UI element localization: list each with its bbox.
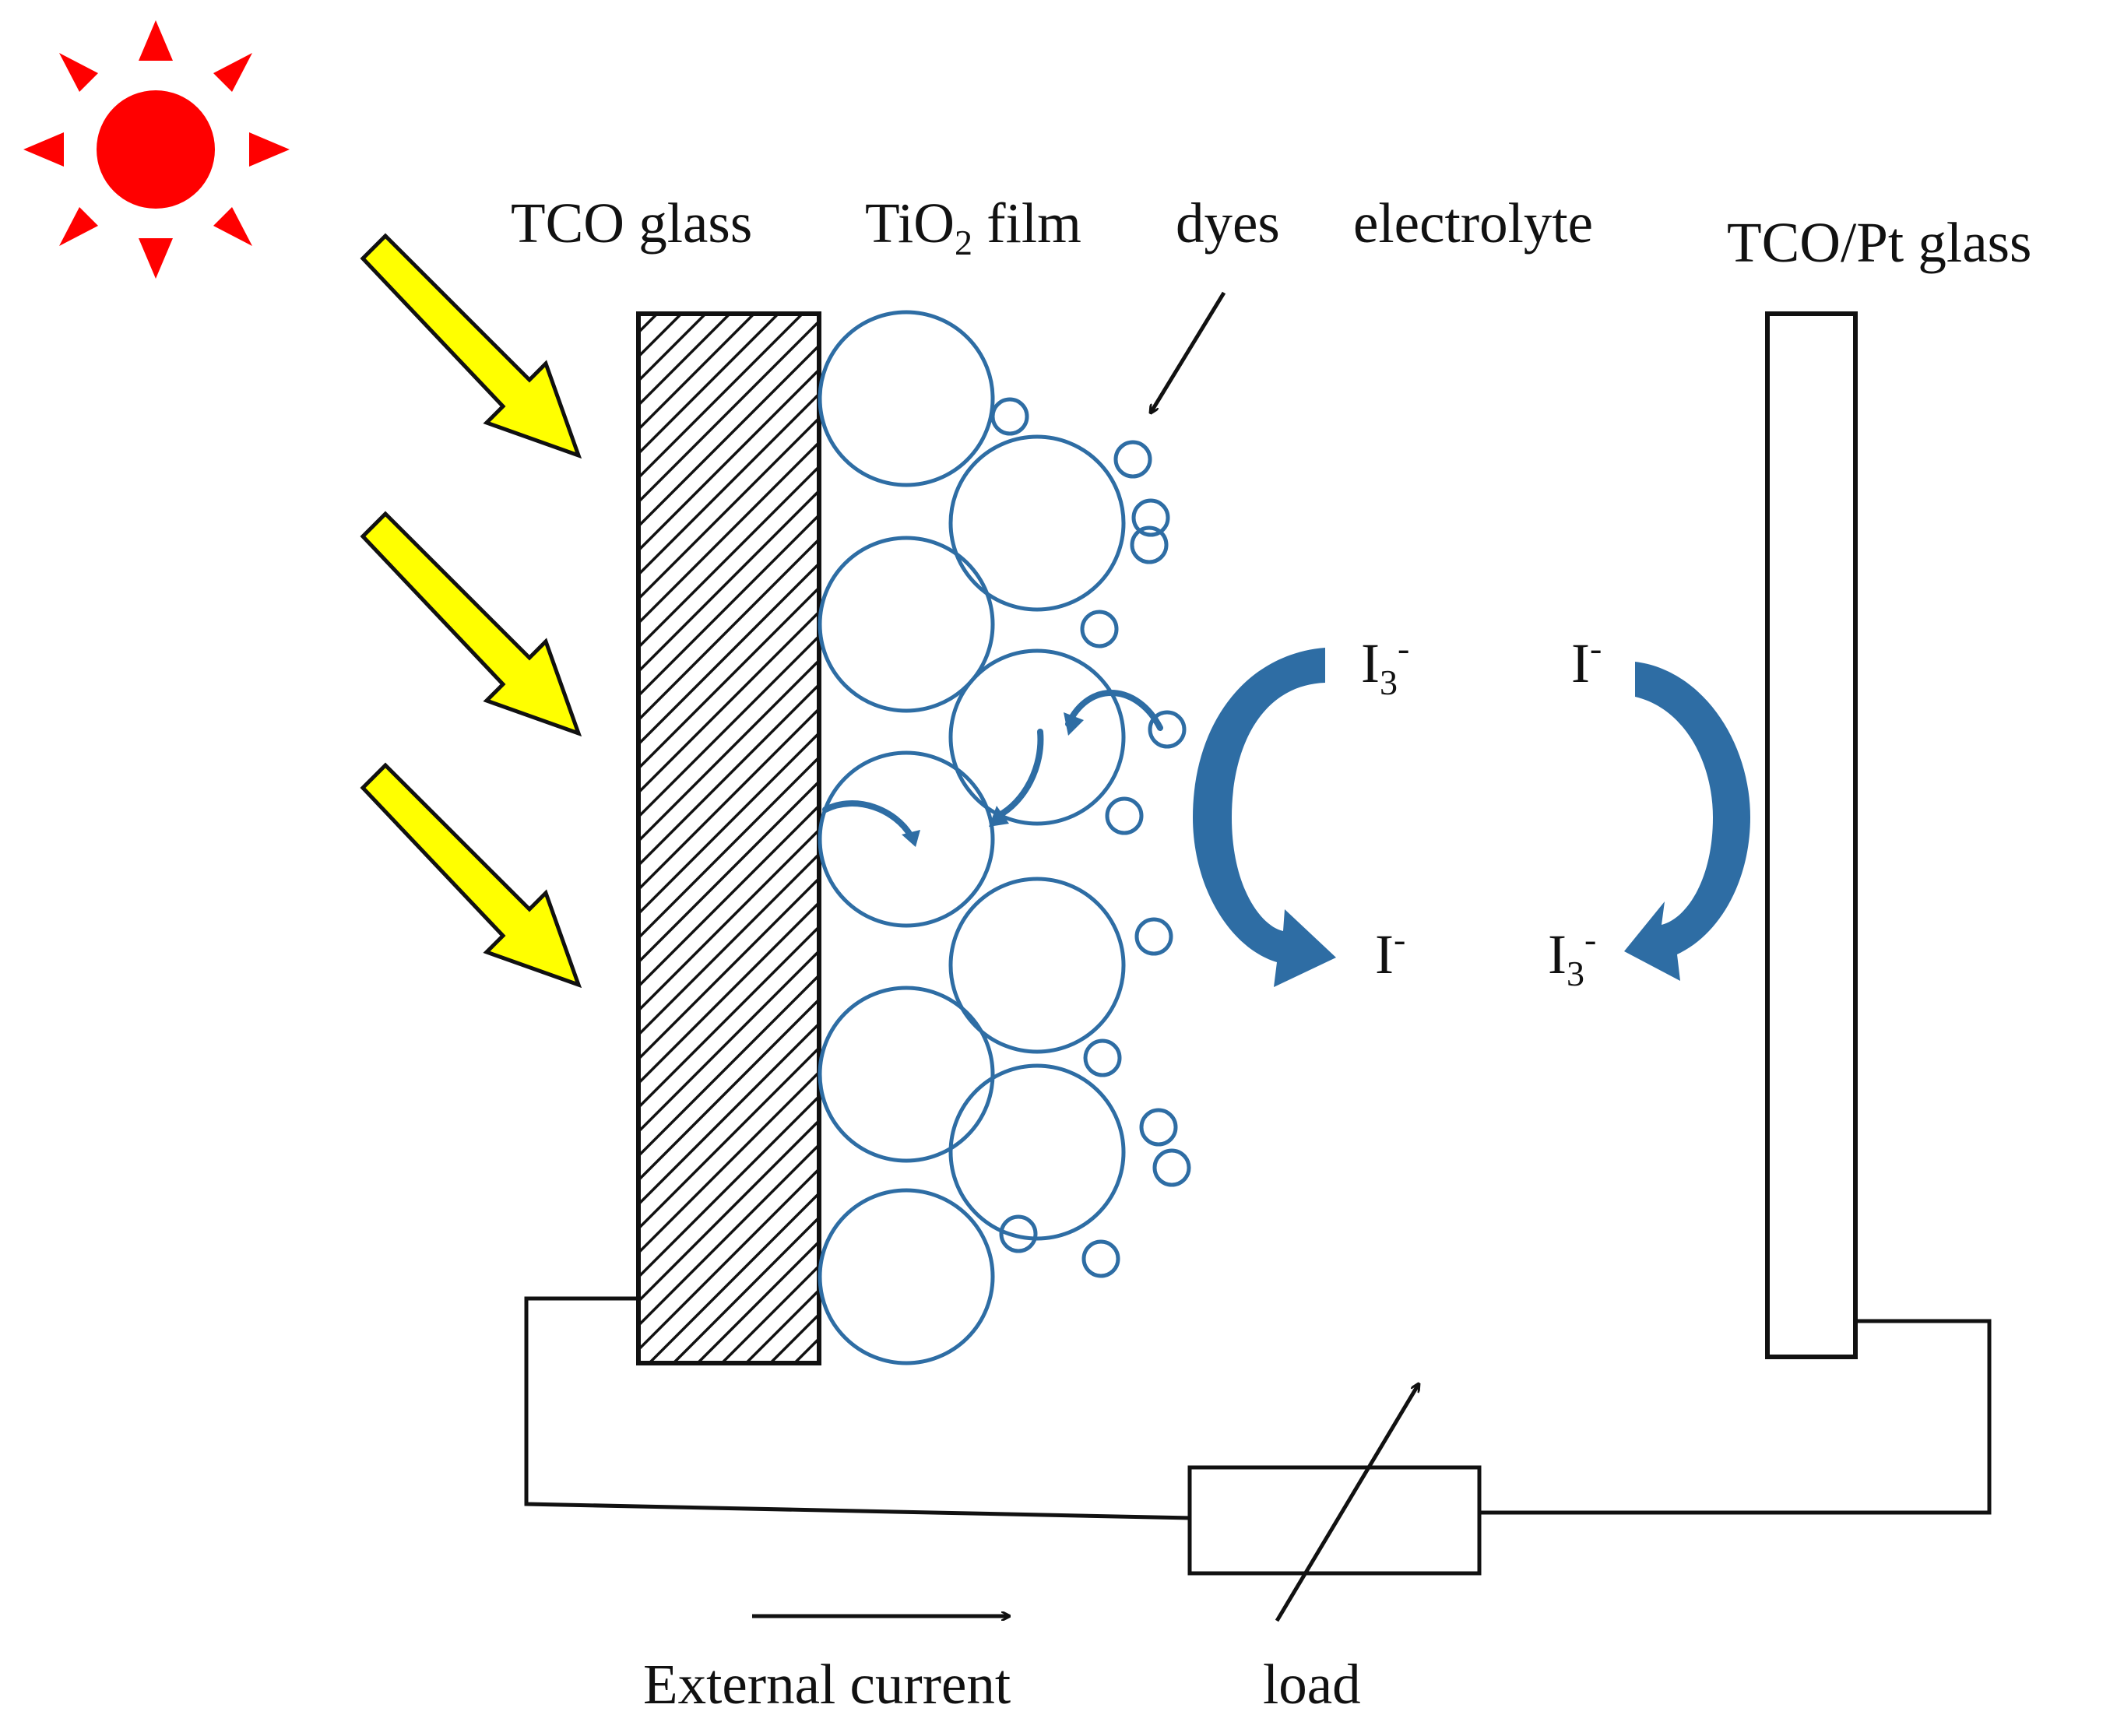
label-dyes: dyes	[1176, 192, 1280, 255]
label-external-current: External current	[643, 1653, 1011, 1716]
dye-molecule	[1152, 1148, 1191, 1187]
tio2-particle	[948, 877, 1126, 1054]
tio2-particle	[948, 434, 1126, 612]
i3-to-i-arrow	[1193, 648, 1336, 987]
tio2-particle	[818, 750, 995, 928]
electron-arrow	[995, 729, 1044, 819]
i-to-i3-arrow	[1624, 662, 1750, 981]
dye-molecule	[1080, 610, 1119, 648]
ion-i3-bottom: I3-	[1548, 919, 1596, 993]
sun-icon	[23, 20, 290, 279]
dye-molecule	[1134, 917, 1173, 956]
electron-arrow	[1065, 690, 1163, 731]
tio2-particle	[818, 1188, 995, 1365]
circuit-wire	[1479, 1319, 1992, 1515]
label-load: load	[1263, 1653, 1361, 1716]
ion-i3-top: I3-	[1361, 628, 1409, 702]
electron-arrow	[822, 800, 914, 839]
load-resistor	[1187, 1465, 1482, 1576]
tio2-particle	[948, 1063, 1126, 1241]
dye-molecule	[1113, 440, 1152, 479]
tco-glass-electrode	[636, 311, 821, 1365]
electron-arrow-head	[1064, 712, 1084, 736]
tio2-particle	[818, 536, 995, 713]
light-arrow-2	[360, 511, 582, 737]
electron-arrow-head	[902, 830, 920, 847]
dye-molecule	[1083, 1038, 1122, 1077]
sun-disc	[97, 90, 215, 209]
label-electrolyte: electrolyte	[1353, 192, 1593, 255]
tio2-film	[818, 310, 1126, 1365]
variable-load-arrow	[1275, 1384, 1419, 1622]
tco-pt-glass-electrode	[1765, 311, 1858, 1359]
electron-transfer-arrows	[822, 690, 1163, 847]
ion-i-bottom: I-	[1375, 919, 1405, 986]
circuit-wire	[524, 1296, 1192, 1520]
label-tco-glass: TCO glass	[511, 192, 752, 255]
dyes-pointer-arrow	[1151, 291, 1226, 413]
tio2-particle	[818, 986, 995, 1163]
sun-rays	[23, 20, 290, 279]
tio2-particle	[818, 310, 995, 487]
dye-molecule	[1081, 1239, 1120, 1278]
label-tco-pt-glass: TCO/Pt glass	[1727, 211, 2031, 274]
dye-molecule	[1130, 525, 1169, 564]
dye-molecule	[1139, 1108, 1178, 1147]
dye-molecules	[990, 397, 1191, 1278]
dye-molecule	[1148, 710, 1187, 749]
electron-arrow-head	[989, 806, 1009, 827]
dye-molecule	[1131, 498, 1170, 537]
redox-arrows	[1193, 648, 1750, 987]
ion-i-top: I-	[1571, 628, 1602, 694]
dye-molecule	[999, 1214, 1038, 1253]
tio2-particle	[948, 648, 1126, 826]
dye-molecule	[1105, 796, 1144, 835]
light-arrows	[360, 233, 582, 989]
light-arrow-3	[360, 762, 582, 989]
label-tio2-film: TiO2 film	[865, 192, 1081, 262]
light-arrow-1	[360, 233, 582, 459]
dye-molecule	[990, 397, 1029, 436]
